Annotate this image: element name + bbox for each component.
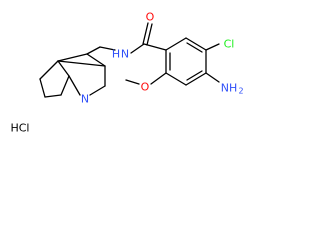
- bond-benz-4-5-inner: [186, 70, 203, 81]
- carbonyl-oxygen-label: O: [146, 11, 155, 24]
- bond-methoxy-o-ch3: [125, 79, 140, 85]
- atom-labels: O H N N O Cl NH 2 HCl: [10, 11, 243, 135]
- bond-fused-c1-c2: [57, 60, 70, 77]
- bond-amide-n-carbonyl: [130, 43, 145, 54]
- bond-c8-ch2: [86, 46, 101, 55]
- bond-benz-2-3-inner: [186, 42, 203, 53]
- bond-ring-methoxy-o: [150, 72, 167, 85]
- bond-benz-5-6: [165, 72, 187, 86]
- amine-subscript-label: 2: [238, 87, 243, 96]
- chlorine-label: Cl: [224, 38, 235, 51]
- amine-label: NH: [221, 82, 238, 95]
- bond-benz-4-5: [185, 72, 207, 86]
- bond-carbonyl-o-1: [142, 22, 149, 45]
- bond-benz-1-2: [165, 37, 187, 51]
- bond-carbonyl-ring: [143, 43, 167, 51]
- bond-c7-c1: [57, 60, 106, 67]
- bond-ring-chlorine: [205, 43, 220, 51]
- bonds: [39, 22, 220, 98]
- bond-ch2-amide-n: [99, 46, 116, 51]
- amide-nitrogen-label: N: [121, 48, 129, 61]
- bond-carbonyl-o-2: [146, 23, 153, 46]
- bond-c3-c4: [44, 94, 62, 98]
- hcl-salt-label: HCl: [10, 122, 29, 135]
- amide-hydrogen-label: H: [112, 48, 120, 61]
- bond-c8-c1: [57, 53, 88, 62]
- bond-ring-n-c6: [89, 85, 106, 96]
- bond-benz-2-3: [185, 37, 207, 51]
- bond-c5-c1: [39, 60, 59, 80]
- bond-ring-amine: [205, 72, 220, 83]
- bond-c2-ring-n: [68, 75, 81, 96]
- methoxy-oxygen-label: O: [141, 81, 150, 94]
- bond-c2-c3: [60, 75, 70, 96]
- ring-nitrogen-label: N: [81, 93, 89, 106]
- bond-c7-c8: [86, 53, 106, 67]
- chemical-structure: O H N N O Cl NH 2 HCl: [10, 11, 243, 135]
- bond-c4-c5: [39, 78, 46, 98]
